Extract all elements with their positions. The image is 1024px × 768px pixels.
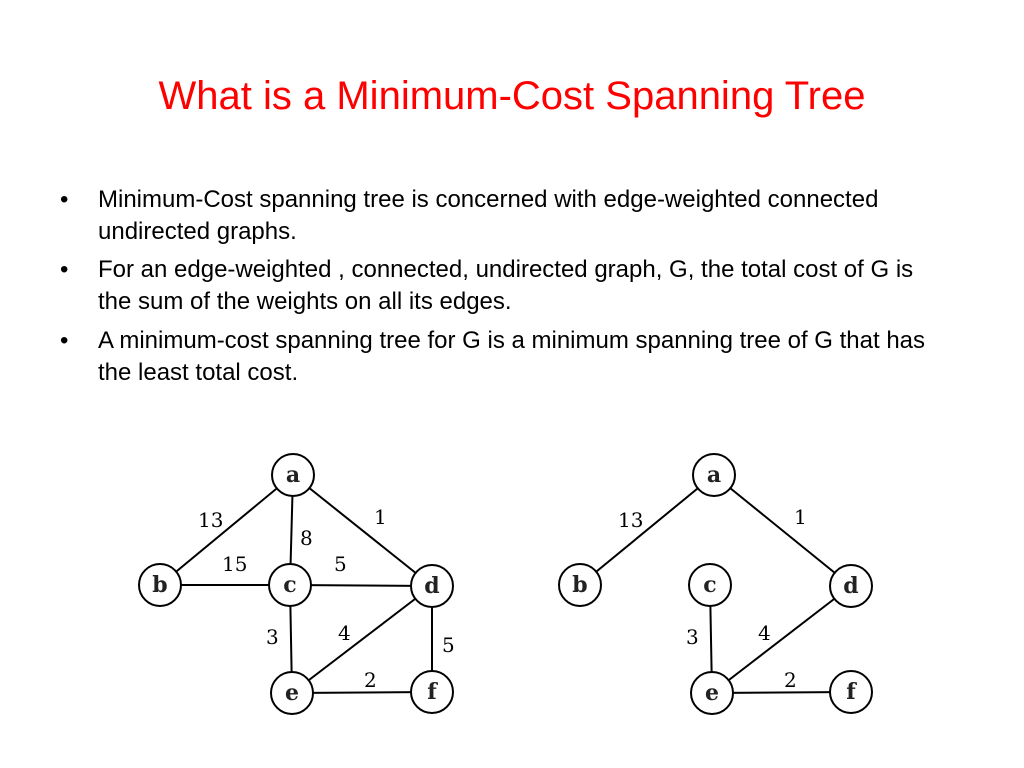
edge-c-d [289,584,433,587]
node-e: e [690,671,734,715]
weight-a-d: 1 [374,505,387,529]
node-label: b [152,572,167,598]
weight-a-b: 13 [618,508,643,532]
weight-b-c: 15 [222,552,247,576]
weight-d-e: 4 [338,621,351,645]
bullet-marker: • [60,256,69,284]
bullet-list: • Minimum-Cost spanning tree is concerned… [60,184,940,395]
weight-a-b: 13 [198,508,223,532]
node-f: f [410,670,454,714]
weight-e-f: 2 [364,668,377,692]
weight-e-f: 2 [784,668,797,692]
node-label: e [285,680,299,706]
edge-a-d [713,474,852,587]
edge-weights-layer: 13 8 1 15 5 3 4 5 2 [198,505,455,692]
weight-c-e: 3 [266,625,279,649]
bullet-item: • Minimum-Cost spanning tree is concerned… [60,184,940,248]
edge-a-b [579,474,715,586]
edge-d-e [291,585,433,694]
node-label: d [843,573,858,599]
bullet-item: • A minimum-cost spanning tree for G is a… [60,325,940,389]
weight-c-d: 5 [334,552,347,576]
node-label: b [572,572,587,598]
node-a: a [692,453,736,497]
slide-title: What is a Minimum-Cost Spanning Tree [158,74,866,118]
weight-a-d: 1 [794,505,807,529]
nodes-layer: a b c d e f [138,453,454,715]
weighted-graph-diagram: 13 8 1 15 5 3 4 5 2 a b c d e [138,453,455,715]
bullet-marker: • [60,326,69,354]
node-c: c [268,563,312,607]
weight-d-e: 4 [758,621,771,645]
weight-c-e: 3 [686,625,699,649]
edge-e-f [711,691,852,694]
spanning-tree-diagram: 13 1 3 4 2 a b c d e f [558,453,873,715]
node-b: b [558,563,602,607]
node-e: e [270,671,314,715]
node-label: c [703,572,716,598]
edge-a-d [292,474,433,587]
node-c: c [688,563,732,607]
node-f: f [829,670,873,714]
edge-weights-layer: 13 1 3 4 2 [618,505,807,692]
bullet-text: For an edge-weighted , connected, undire… [98,256,914,316]
node-label: a [707,462,721,488]
edge-e-f [291,691,433,694]
node-label: c [283,572,296,598]
node-label: d [424,573,439,599]
node-label: a [286,462,300,488]
weight-a-c: 8 [300,526,313,550]
bullet-text: Minimum-Cost spanning tree is concerned … [98,186,879,246]
edge-a-b [159,474,294,586]
node-a: a [271,453,315,497]
bullet-item: • For an edge-weighted , connected, undir… [60,254,940,318]
weight-d-f: 5 [442,633,455,657]
node-label: f [427,679,438,705]
node-d: d [410,564,454,608]
node-label: f [846,679,857,705]
node-b: b [138,563,182,607]
nodes-layer: a b c d e f [558,453,873,715]
bullet-marker: • [60,186,69,213]
node-label: e [705,680,719,706]
bullet-text: A minimum-cost spanning tree for G is a … [98,326,926,386]
node-d: d [829,564,873,608]
edge-d-e [711,585,852,694]
